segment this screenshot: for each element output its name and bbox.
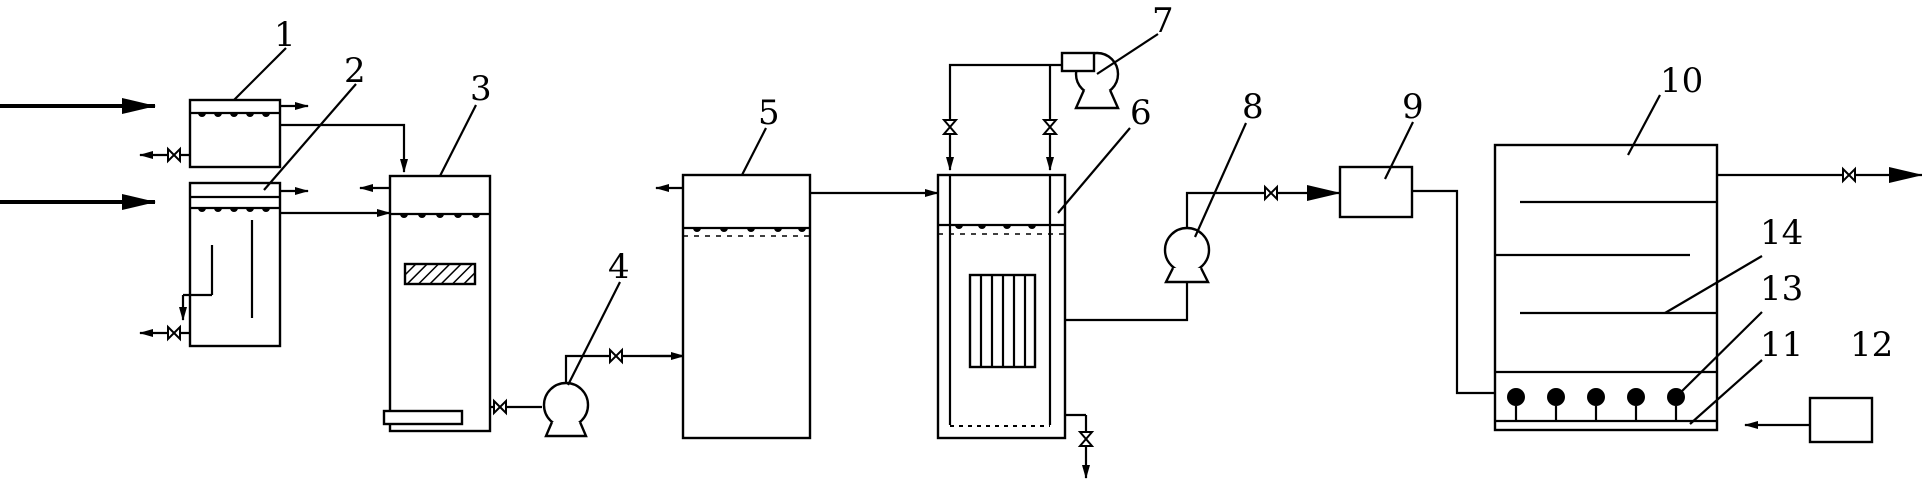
tank-10	[1493, 143, 1719, 432]
pipe-6-to-8	[1065, 272, 1189, 322]
label-2: 2	[344, 51, 366, 91]
label-5: 5	[758, 93, 780, 133]
label-9: 9	[1402, 87, 1424, 127]
tank-5	[655, 173, 812, 440]
tank-3	[359, 174, 492, 433]
label-10: 10	[1660, 61, 1703, 101]
membrane-module	[968, 273, 1037, 369]
label-3: 3	[470, 69, 492, 109]
pipe-8-to-9	[1185, 185, 1341, 228]
number-labels: 1 2 3 4 5 6 7 8 9 10 11 12 13 14	[274, 1, 1893, 365]
tank-6	[936, 173, 1095, 479]
label-4: 4	[608, 247, 630, 287]
blower-12	[1808, 396, 1874, 444]
label-14: 14	[1760, 213, 1803, 253]
label-8: 8	[1242, 87, 1264, 127]
label-6: 6	[1130, 93, 1152, 133]
label-13: 13	[1760, 269, 1803, 309]
tank-2	[139, 181, 309, 348]
blower-7	[1060, 51, 1120, 110]
label-11: 11	[1760, 325, 1803, 365]
pump-8	[1163, 226, 1211, 284]
label-1: 1	[274, 15, 296, 55]
tank-9	[1338, 165, 1414, 219]
pipe-9-to-10	[1412, 189, 1495, 395]
label-7: 7	[1152, 1, 1174, 41]
leader-lines	[233, 33, 1763, 425]
label-12: 12	[1850, 325, 1893, 365]
tank-1	[139, 98, 309, 169]
pump-4	[542, 381, 590, 438]
air-pipe-left	[946, 63, 1062, 171]
